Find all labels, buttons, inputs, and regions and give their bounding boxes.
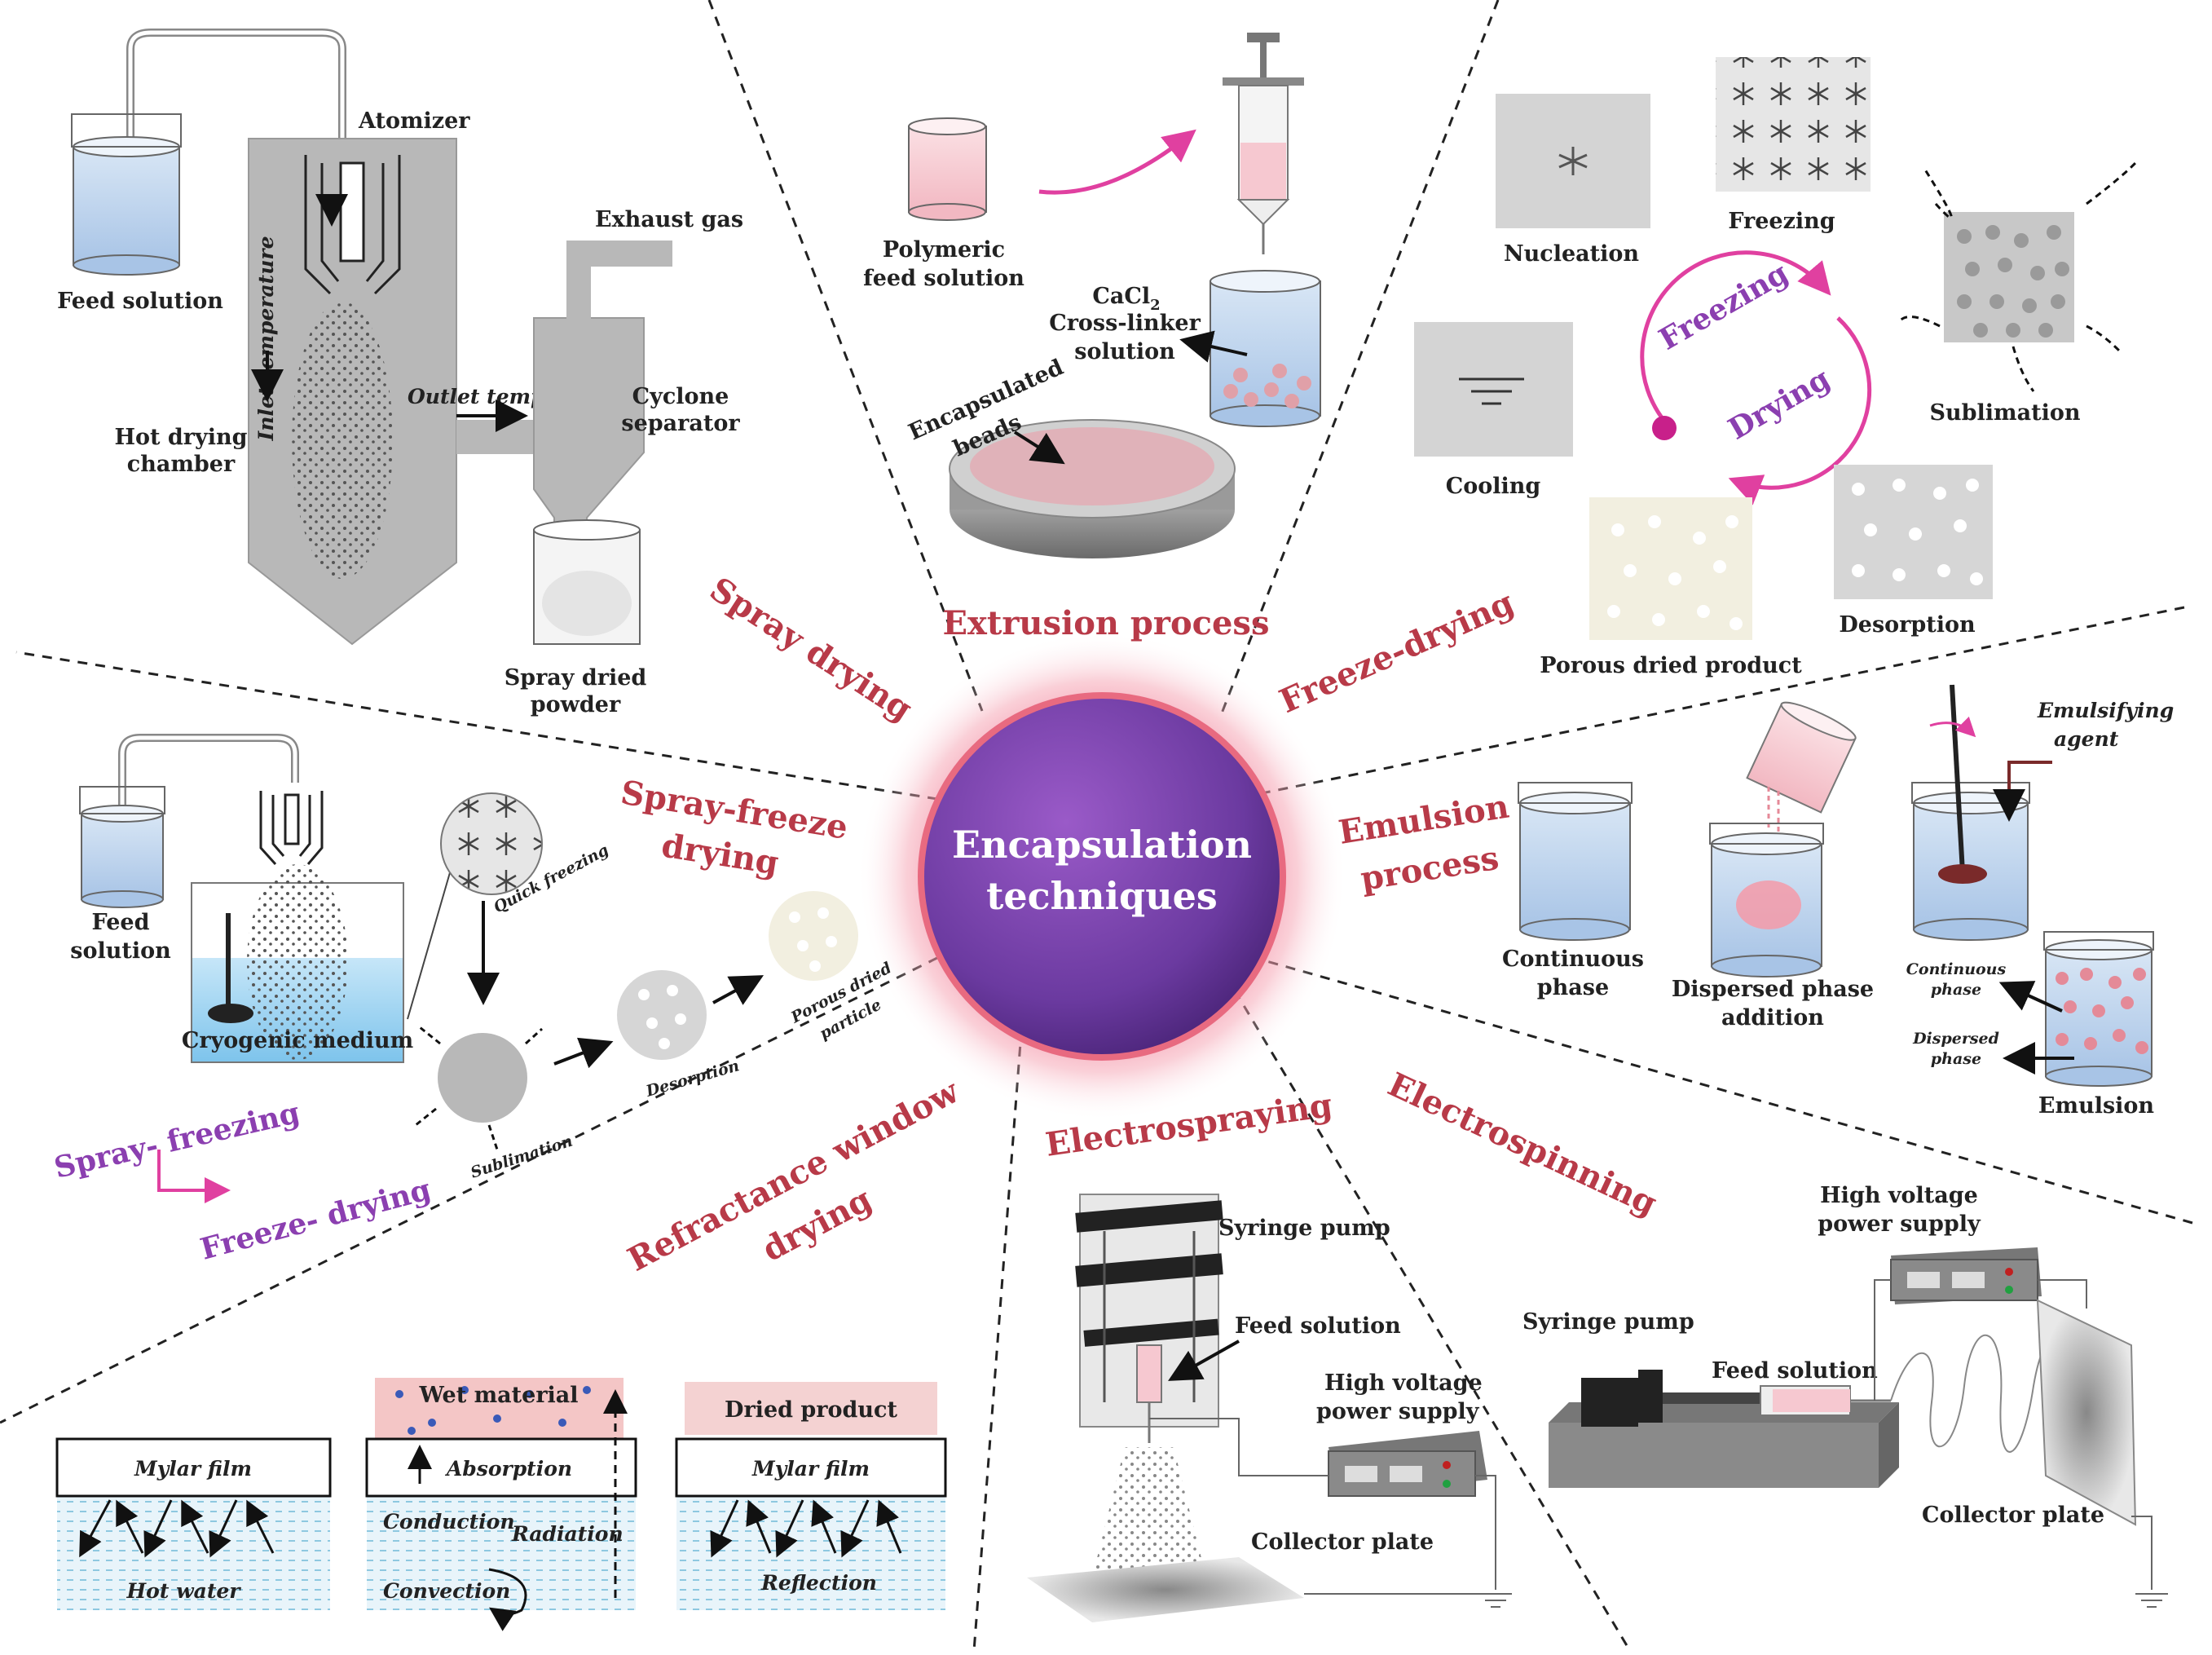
label-cyclone-line1: Cyclone	[632, 384, 729, 409]
label-radiation: Radiation	[511, 1522, 624, 1546]
label-es-hv-line2: power supply	[1316, 1399, 1480, 1424]
mixing-beaker	[1911, 684, 2030, 941]
sf-feed-beaker	[79, 786, 165, 908]
label-hot-drying-line1: Hot drying	[115, 425, 248, 450]
label-hot-drying-line2: chamber	[127, 452, 236, 477]
title-spray-freeze-line2: drying	[659, 826, 781, 882]
label-dispersed-line2: addition	[1721, 1005, 1824, 1031]
label-cont-small-line2: phase	[1931, 981, 1981, 999]
label-esp-hv-line2: power supply	[1818, 1211, 1981, 1237]
electrospraying-section: Syringe pump Feed solution High voltage …	[1027, 1194, 1512, 1622]
center-node: Encapsulation techniques	[857, 632, 1346, 1121]
label-esp-syringe-pump: Syringe pump	[1522, 1309, 1694, 1335]
title-freeze-drying: Freeze-drying	[1274, 584, 1519, 722]
label-continuous-line2: phase	[1537, 975, 1609, 1000]
title-emulsion-line2: process	[1358, 839, 1501, 898]
label-atomizer: Atomizer	[358, 108, 470, 134]
freeze-drying-section: Nucleation Freezing Sublimation Cooling …	[1414, 57, 2137, 678]
label-cycle-freezing: Freezing	[1654, 256, 1795, 357]
title-spray-freeze-line1: Spray-freeze	[618, 773, 850, 846]
beads-dish	[949, 419, 1236, 558]
label-mylar-1: Mylar film	[134, 1457, 252, 1481]
pour-cup	[1746, 701, 1857, 814]
dispersed-beaker	[1709, 823, 1824, 978]
spray-drying-section: Feed solution Atomizer Inlet temperature…	[57, 29, 743, 717]
label-disp-small-line1: Dispersed	[1912, 1030, 1999, 1048]
label-cacl2: CaCl2	[1092, 284, 1160, 314]
label-powder-line1: Spray dried	[505, 665, 647, 691]
label-sf-feed-line1: Feed	[92, 910, 150, 935]
label-porous-product: Porous dried product	[1540, 653, 1802, 678]
label-sublimation: Sublimation	[1930, 400, 2081, 426]
label-desorption: Desorption	[1839, 612, 1976, 638]
label-es-hv-line1: High voltage	[1324, 1370, 1483, 1396]
powder-jar	[533, 519, 641, 645]
feed-beaker	[71, 113, 182, 276]
title-spray-drying: Spray drying	[703, 570, 919, 729]
label-es-feed-solution: Feed solution	[1235, 1313, 1401, 1339]
label-emulsifying-line1: Emulsifying	[2037, 699, 2174, 722]
electrospinning-section: High voltage power supply Syringe pump F…	[1522, 1183, 2168, 1608]
label-cont-small-line1: Continuous	[1906, 960, 2007, 978]
label-emulsion: Emulsion	[2038, 1093, 2155, 1119]
syringe	[1223, 33, 1304, 254]
label-polymer-line1: Polymeric	[883, 237, 1005, 263]
label-powder-line2: powder	[531, 692, 621, 717]
label-cyclone-line2: separator	[621, 411, 740, 436]
center-title-line1: Encapsulation	[952, 823, 1252, 867]
extrusion-section: Polymeric feed solution CaCl2 Cross-link…	[863, 33, 1321, 558]
label-es-syringe-pump: Syringe pump	[1218, 1216, 1390, 1241]
label-convection: Convection	[383, 1579, 510, 1603]
continuous-beaker	[1518, 782, 1633, 941]
label-dried-product: Dried product	[725, 1397, 897, 1423]
spray-freeze-section: Feed solution Cryogenic medium Quick fre…	[51, 734, 895, 1267]
label-crosslinker-line1: Cross-linker	[1049, 311, 1201, 336]
label-es-collector: Collector plate	[1251, 1529, 1434, 1555]
label-esp-feed-solution: Feed solution	[1712, 1358, 1878, 1384]
label-conduction: Conduction	[383, 1510, 515, 1534]
label-step-spray-freezing: Spray- freezing	[51, 1096, 303, 1185]
center-title-line2: techniques	[986, 874, 1218, 918]
emulsion-beaker	[2043, 931, 2154, 1087]
label-polymer-line2: feed solution	[863, 266, 1024, 291]
polymer-beaker	[908, 117, 987, 221]
label-sf-sublimation: Sublimation	[469, 1132, 575, 1182]
label-disp-small-line2: phase	[1931, 1050, 1981, 1068]
label-cryogenic-medium: Cryogenic medium	[182, 1028, 413, 1053]
label-freezing: Freezing	[1728, 209, 1835, 234]
refractance-section: Mylar film Hot water Wet material Absorp…	[55, 1378, 947, 1631]
label-exhaust-gas: Exhaust gas	[595, 207, 743, 232]
label-crosslinker-line2: solution	[1074, 339, 1175, 364]
emulsion-section: Continuous phase Dispersed phase additio…	[1502, 684, 2174, 1119]
label-reflection: Reflection	[760, 1571, 877, 1595]
label-continuous-line1: Continuous	[1502, 947, 1644, 972]
label-cooling: Cooling	[1446, 474, 1541, 499]
label-cycle-drying: Drying	[1723, 361, 1836, 446]
crosslinker-beaker	[1210, 270, 1321, 427]
label-absorption: Absorption	[445, 1457, 572, 1481]
label-dispersed-line1: Dispersed phase	[1672, 977, 1874, 1002]
label-sf-feed-line2: solution	[70, 938, 171, 964]
title-extrusion: Extrusion process	[943, 604, 1270, 642]
label-hot-water: Hot water	[126, 1579, 242, 1603]
label-sf-desorption: Desorption	[643, 1057, 741, 1101]
atomizer-nozzle	[304, 155, 401, 295]
label-inlet-temperature: Inlet temperature	[254, 236, 278, 442]
label-step-freeze-drying: Freeze- drying	[196, 1172, 434, 1267]
label-mylar-2: Mylar film	[751, 1457, 870, 1481]
label-wet-material: Wet material	[418, 1383, 578, 1408]
label-esp-collector: Collector plate	[1922, 1503, 2104, 1528]
label-nucleation: Nucleation	[1504, 241, 1639, 267]
label-emulsifying-line2: agent	[2054, 727, 2119, 751]
title-electrospinning: Electrospinning	[1382, 1065, 1663, 1223]
label-esp-hv-line1: High voltage	[1820, 1183, 1978, 1208]
label-feed-solution: Feed solution	[57, 289, 223, 314]
